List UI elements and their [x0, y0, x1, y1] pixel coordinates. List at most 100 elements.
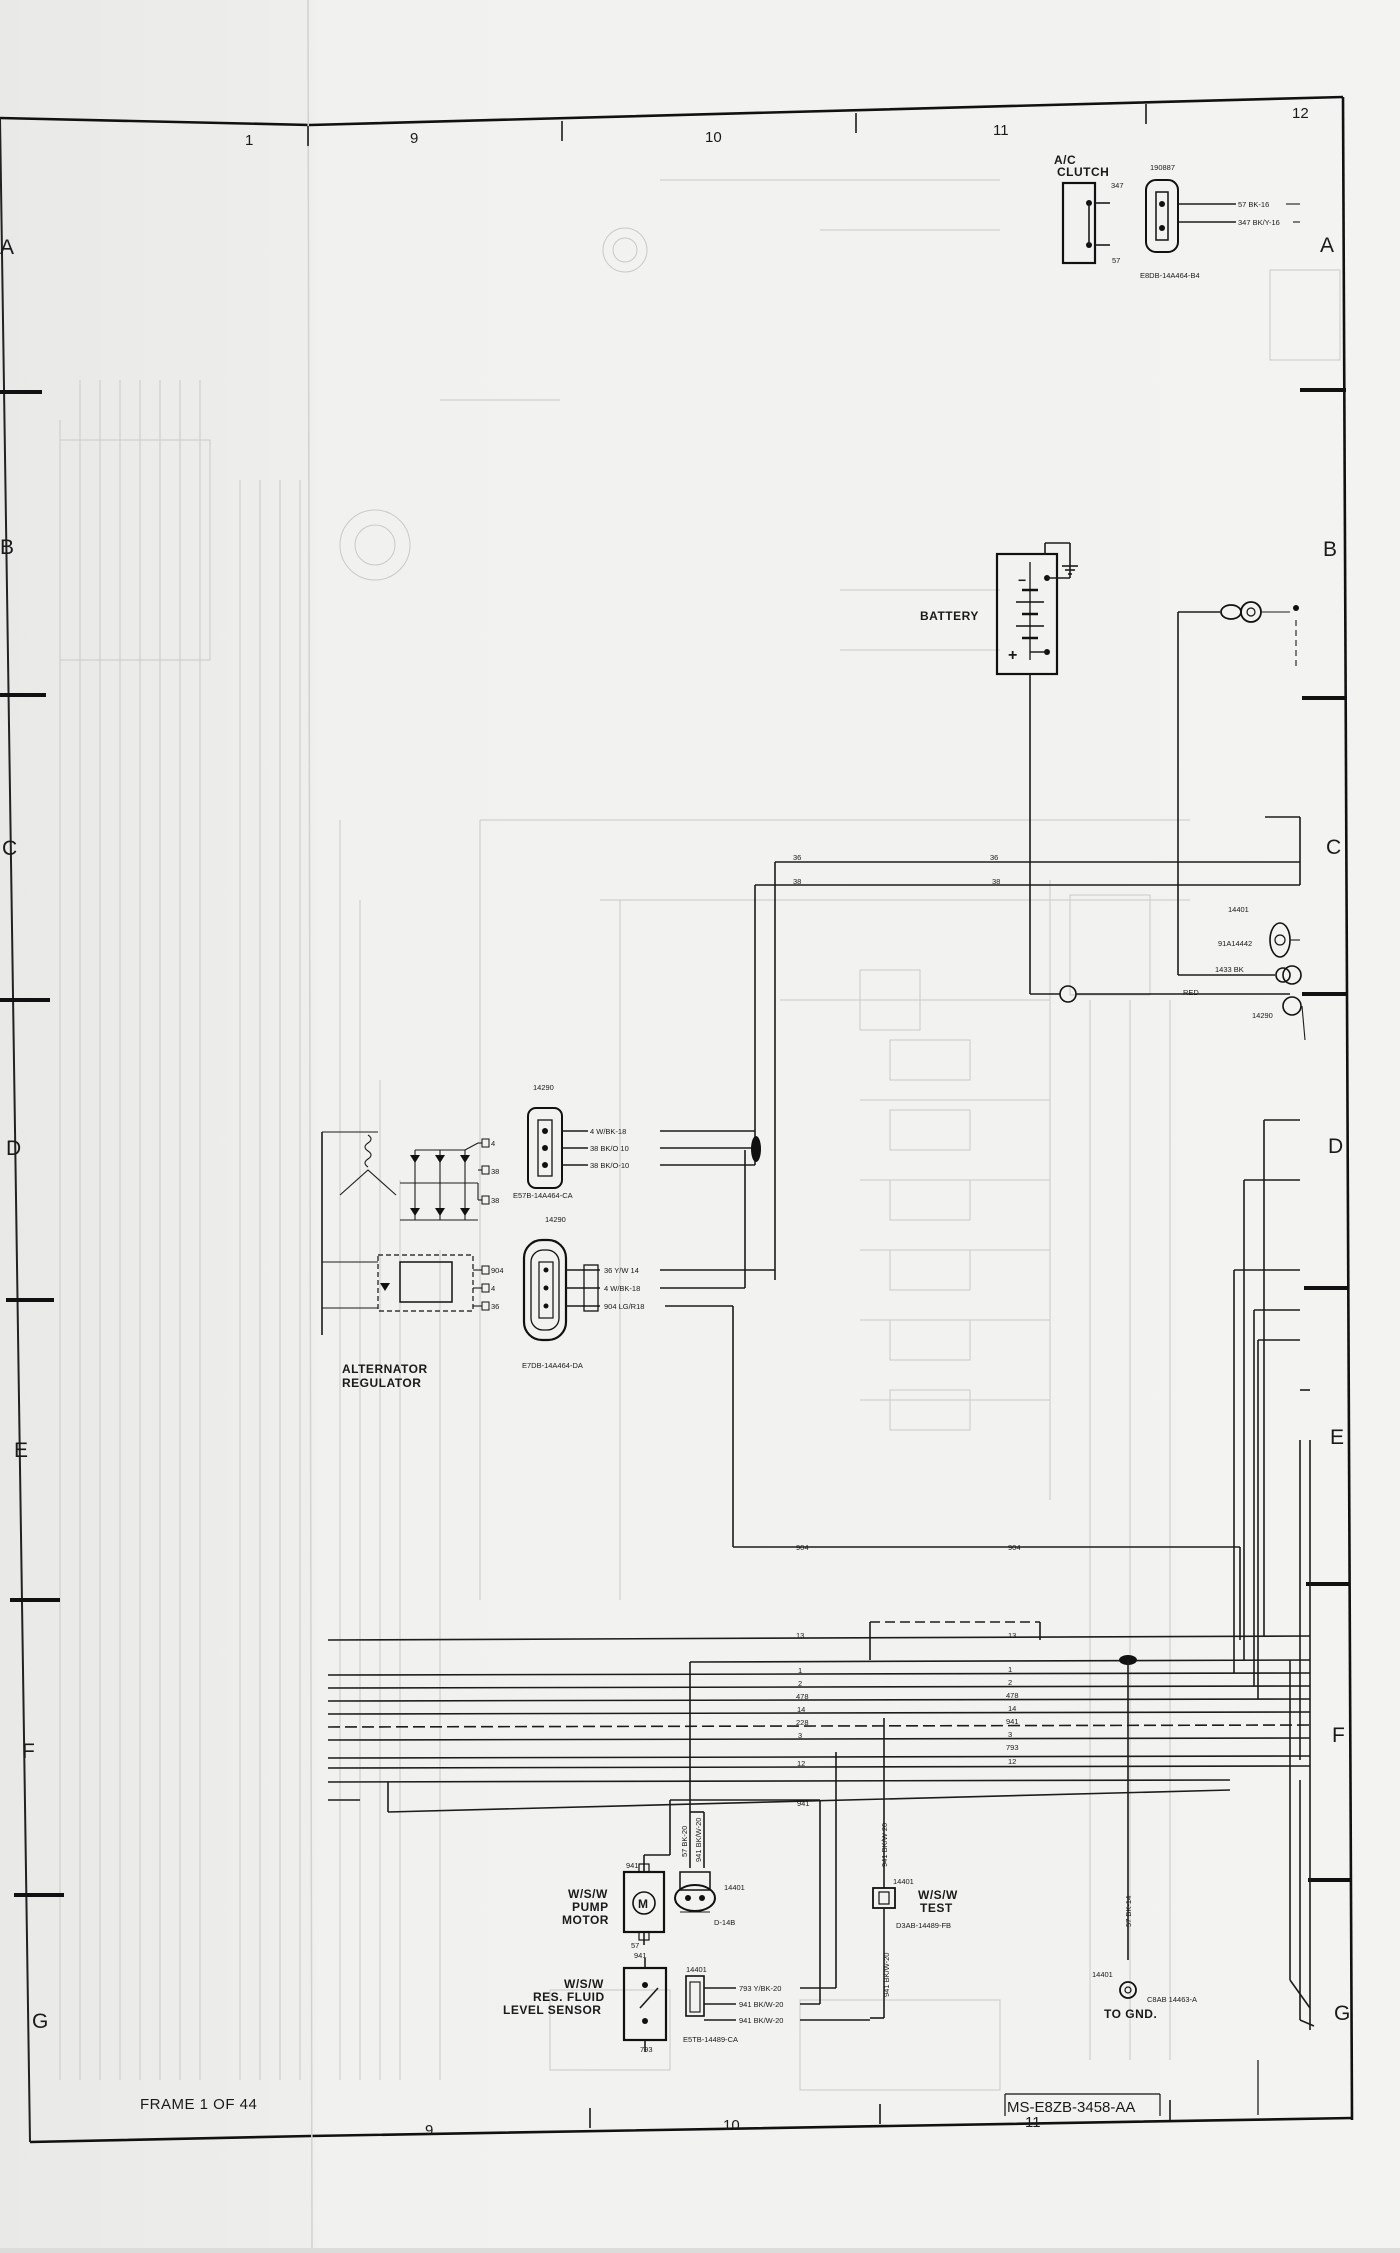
alternator-regulator[interactable]: 4 38 38 904 4 36 ALTERNATOR REGULATOR [321, 1131, 504, 1390]
wsw-test-line1: W/S/W [918, 1888, 958, 1902]
row-letter-left-d: D [6, 1137, 21, 1160]
ac-clutch-pin-top: 347 [1111, 181, 1124, 190]
bus-label-478-b: 478 [1006, 1691, 1019, 1700]
row-letter-left-g: G [32, 2010, 48, 2033]
right-ref-14290: 14290 [1252, 1011, 1273, 1020]
row-letter-right-c: C [1326, 836, 1341, 859]
bus-label-793-b: 793 [1006, 1743, 1019, 1752]
row-letter-left-a: A [0, 236, 14, 259]
bleed-through-background [59, 179, 1341, 2091]
connector-upper-wire-3: 38 BK/O-10 [590, 1161, 629, 1170]
row-letter-left-b: B [0, 536, 14, 559]
row-letter-right-g: G [1334, 2002, 1350, 2025]
connector-upper-14290[interactable]: 14290 4 W/BK-18 38 BK/O 10 38 BK/O-10 E5… [513, 1083, 755, 1200]
circuit-941-label: 941 [797, 1799, 810, 1808]
column-ticks [307, 104, 1171, 2128]
connector-lower-code: E7DB-14A464-DA [522, 1361, 583, 1370]
alt-pin-38-b: 38 [491, 1196, 499, 1205]
ac-clutch[interactable]: A/C CLUTCH 347 57 190887 57 BK-16 347 BK… [1054, 153, 1300, 280]
connector-lower-wire-3: 904 LG/R18 [604, 1302, 644, 1311]
main-harness-bus: 13 1 2 478 14 228 3 12 13 1 2 478 14 941… [327, 1621, 1311, 1960]
wsw-res-fluid-line2: RES. FLUID [533, 1990, 605, 2004]
title-block: FRAME 1 OF 44 MS-E8ZB-3458-AA [140, 2060, 1259, 2116]
circuit-36-label-a: 36 [793, 853, 801, 862]
drawing-number: MS-E8ZB-3458-AA [1007, 2099, 1135, 2116]
res-fluid-wire-3: 941 BK/W-20 [739, 2016, 783, 2025]
col-number-top-5: 12 [1292, 105, 1309, 122]
ac-clutch-part-number: 190887 [1150, 163, 1175, 172]
circuit-38-label-b: 38 [992, 877, 1000, 886]
ground-code: C8AB 14463-A [1147, 1995, 1197, 2004]
wsw-test-line2: TEST [920, 1901, 953, 1915]
ground-connection[interactable]: 57 BK-14 14401 C8AB 14463-A TO GND. [1092, 1896, 1197, 2021]
connector-lower-14290[interactable]: 14290 36 Y/W 14 4 W/BK-18 904 LG/R18 E7D… [522, 1150, 775, 1370]
col-number-bottom-1: 9 [425, 2122, 433, 2139]
row-letter-right-e: E [1330, 1426, 1344, 1449]
wsw-test[interactable]: 941 BK/W 20 941 BK/W-20 14401 W/S/W TEST… [872, 1718, 958, 2018]
bus-label-1-a: 1 [798, 1666, 802, 1675]
ac-clutch-wire-2: 347 BK/Y-16 [1238, 218, 1280, 227]
row-letters: A B C D E F G A B C D E F G [0, 234, 1350, 2033]
col-number-bottom-2: 10 [723, 2117, 740, 2134]
res-fluid-code: E5TB-14489-CA [683, 2035, 738, 2044]
row-letter-left-f: F [22, 1740, 35, 1763]
wsw-connector-d14b[interactable]: 57 BK-20 941 BK/W-20 14401 D-14B [674, 1800, 745, 1927]
bus-label-14-a: 14 [797, 1705, 805, 1714]
battery-plus-sign: + [1008, 647, 1017, 664]
right-vertical-harness [1233, 1119, 1315, 2030]
pump-motor-pin-57: 57 [631, 1941, 639, 1950]
bus-label-12-b: 12 [1008, 1757, 1016, 1766]
bus-label-228-a: 228 [796, 1718, 809, 1727]
row-letter-left-c: C [2, 837, 17, 860]
wsw-pump-motor[interactable]: W/S/W PUMP MOTOR M 941 57 941 [562, 1799, 821, 1988]
alt-pin-38-a: 38 [491, 1167, 499, 1176]
wsw-res-fluid-sensor[interactable]: W/S/W RES. FLUID LEVEL SENSOR 941 793 14… [503, 1752, 884, 2054]
circuit-904-label-a: 904 [796, 1543, 809, 1552]
col-number-top-4: 11 [993, 122, 1009, 139]
row-letter-right-d: D [1328, 1135, 1343, 1158]
column-numbers: 1 9 10 11 12 9 10 11 [245, 105, 1309, 2139]
wsw-connector-code: D-14B [714, 1918, 735, 1927]
col-number-top-1: 1 [245, 132, 253, 149]
wsw-test-code: D3AB-14489-FB [896, 1921, 951, 1930]
battery-cable-terminal [1177, 601, 1299, 975]
bus-label-2-a: 2 [798, 1679, 802, 1688]
alternator-label-line2: REGULATOR [342, 1376, 421, 1390]
bus-label-941-b: 941 [1006, 1717, 1019, 1726]
bus-label-12-a: 12 [797, 1759, 805, 1768]
circuit-904-label-b: 904 [1008, 1543, 1021, 1552]
circuit-38-label-a: 38 [793, 877, 801, 886]
circuit-36-label-b: 36 [990, 853, 998, 862]
ac-clutch-label-line2: CLUTCH [1057, 165, 1109, 179]
right-wire-1433: 1433 BK [1215, 965, 1244, 974]
row-letter-left-e: E [14, 1439, 28, 1462]
circuit-904: 904 904 [732, 1306, 1241, 1640]
ac-clutch-connector-code: E8DB-14A464-B4 [1140, 271, 1200, 280]
connector-lower-wire-1: 36 Y/W 14 [604, 1266, 639, 1275]
col-number-top-3: 10 [705, 129, 722, 146]
wsw-connector-wire-1: 57 BK-20 [680, 1826, 689, 1857]
battery-minus-sign: − [1018, 572, 1026, 588]
wsw-test-wire-bottom: 941 BK/W-20 [882, 1953, 891, 1997]
wsw-res-fluid-line1: W/S/W [564, 1977, 604, 1991]
wsw-connector-part-number: 14401 [724, 1883, 745, 1892]
ac-clutch-label-line1: A/C [1054, 153, 1076, 167]
motor-icon: M [638, 1897, 648, 1911]
pump-motor-pin-941: 941 [626, 1861, 639, 1870]
bus-label-14-b: 14 [1008, 1704, 1016, 1713]
battery[interactable]: BATTERY − + [920, 542, 1290, 1003]
row-letter-right-a: A [1320, 234, 1334, 257]
alternator-label-line1: ALTERNATOR [342, 1362, 428, 1376]
ground-part-number: 14401 [1092, 1970, 1113, 1979]
col-number-top-2: 9 [410, 130, 418, 147]
bus-label-3-a: 3 [798, 1731, 802, 1740]
bus-label-13-b: 13 [1008, 1631, 1016, 1640]
ground-label: TO GND. [1104, 2007, 1157, 2021]
bus-label-1-b: 1 [1008, 1665, 1012, 1674]
bus-label-2-b: 2 [1008, 1678, 1012, 1687]
connector-upper-part-number: 14290 [533, 1083, 554, 1092]
bus-label-13-a: 13 [796, 1631, 804, 1640]
connector-upper-code: E57B-14A464-CA [513, 1191, 573, 1200]
wsw-connector-wire-2: 941 BK/W-20 [694, 1818, 703, 1862]
